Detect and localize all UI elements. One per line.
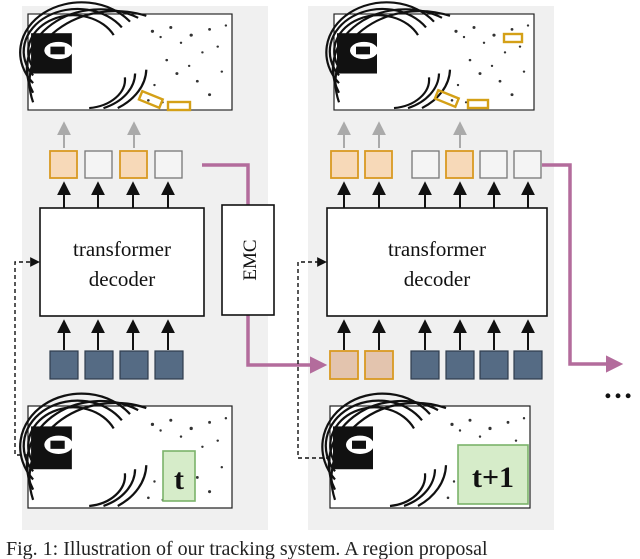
object-query <box>154 350 184 380</box>
lidar-output-t <box>19 1 234 112</box>
query-input-arrows-t-plus-1 <box>337 319 535 350</box>
decoder-output-arrows-t <box>57 181 175 208</box>
time-step-label: t+1 <box>472 461 514 494</box>
empty-query <box>479 150 508 179</box>
empty-query <box>513 150 542 179</box>
output-queries-t <box>49 150 183 179</box>
track-query <box>445 150 474 179</box>
object-query <box>410 350 440 380</box>
object-query <box>119 350 149 380</box>
continuation-ellipsis: … <box>603 372 633 405</box>
object-queries-t <box>49 350 184 380</box>
object-query <box>479 350 509 380</box>
empty-query <box>411 150 440 179</box>
track-query <box>119 150 148 179</box>
lidar-output-t-plus-1 <box>325 1 536 112</box>
object-query <box>513 350 543 380</box>
feature-input-arrow-t <box>14 257 40 456</box>
propagated-query <box>329 350 359 380</box>
detected-box <box>502 32 524 44</box>
track-query <box>364 150 393 179</box>
detected-box <box>433 88 461 109</box>
prediction-arrows-t <box>57 121 141 148</box>
empty-query <box>154 150 183 179</box>
query-input-arrows-t <box>57 319 175 350</box>
object-query <box>49 350 79 380</box>
figure-caption: Fig. 1: Illustration of our tracking sys… <box>6 538 488 559</box>
transformer-decoder-t-plus-1 <box>326 207 548 317</box>
output-queries-t-plus-1 <box>330 150 542 179</box>
decoder-label: decoder <box>404 267 470 291</box>
object-query <box>445 350 475 380</box>
propagated-query <box>364 350 394 380</box>
track-query <box>330 150 359 179</box>
lidar-input-t <box>19 392 234 510</box>
emc-label: EMC <box>240 239 261 280</box>
decoder-label: transformer <box>388 237 486 261</box>
detected-box <box>137 89 165 110</box>
time-step-label: t <box>174 463 184 496</box>
decoder-label: transformer <box>73 237 171 261</box>
empty-query <box>84 150 113 179</box>
prediction-arrows-t-plus-1 <box>337 121 467 148</box>
feature-input-arrow-t-plus-1 <box>297 257 330 459</box>
propagated-queries <box>329 350 394 380</box>
transformer-decoder-t <box>39 207 205 317</box>
track-query <box>49 150 78 179</box>
time-step-box-t-plus-1 <box>457 444 529 505</box>
object-query <box>84 350 114 380</box>
object-queries-t-plus-1 <box>410 350 543 380</box>
detected-box <box>166 100 192 112</box>
detected-box <box>466 98 490 110</box>
emc-module <box>221 204 275 316</box>
decoder-label: decoder <box>89 267 155 291</box>
time-step-box-t <box>162 450 196 502</box>
emc-propagation-arrow-next <box>542 163 624 373</box>
decoder-output-arrows-t-plus-1 <box>337 181 535 208</box>
